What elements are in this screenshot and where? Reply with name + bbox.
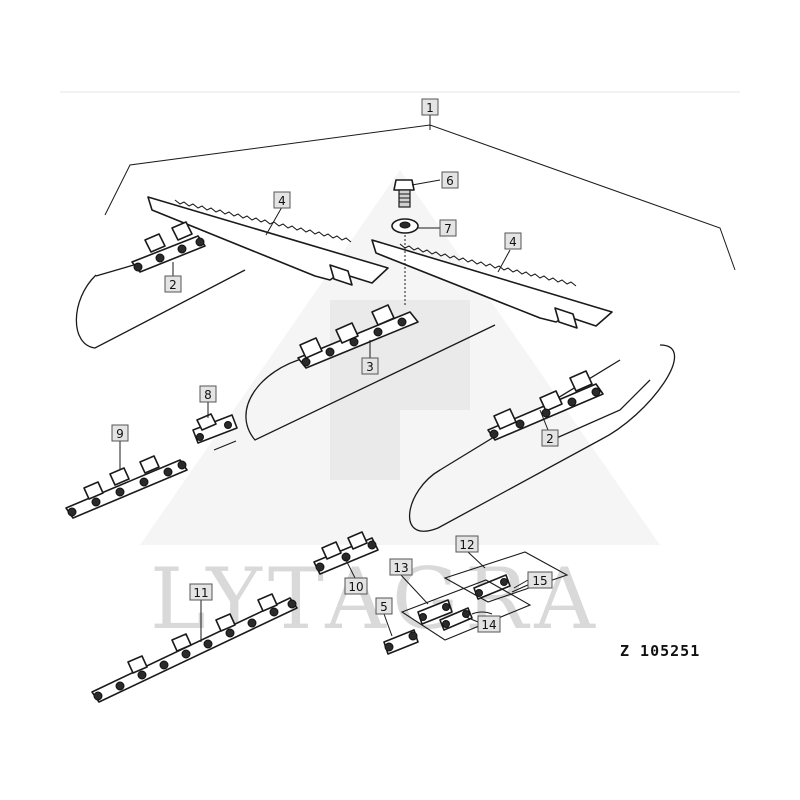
callout-10-label: 10 (348, 580, 363, 594)
callout-1: 1 (421, 98, 439, 116)
callout-13-label: 13 (393, 561, 408, 575)
callout-8: 8 (199, 385, 217, 403)
callout-2-right-label: 2 (546, 432, 554, 446)
watermark: LYTAGRA (140, 170, 660, 648)
callout-6: 6 (441, 171, 459, 189)
link-part-10 (313, 531, 379, 575)
callout-11-label: 11 (193, 586, 208, 600)
chain-segment-left (131, 221, 206, 273)
callout-6-label: 6 (446, 174, 454, 188)
callout-leaders (119, 179, 549, 642)
callout-10: 10 (344, 577, 368, 595)
callout-7-label: 7 (444, 222, 452, 236)
callout-15: 15 (527, 571, 553, 589)
callout-9-label: 9 (116, 427, 124, 441)
callout-5: 5 (375, 597, 393, 615)
bolt-part (393, 179, 415, 208)
callout-15-label: 15 (532, 574, 547, 588)
callout-4-right: 4 (504, 232, 522, 250)
chain-segment-right (487, 370, 604, 441)
slat-left (147, 196, 389, 286)
callout-2-left: 2 (164, 275, 182, 293)
callout-4-right-label: 4 (509, 235, 517, 249)
nut-part (391, 218, 419, 234)
callout-13: 13 (389, 558, 413, 576)
callout-3-label: 3 (366, 360, 374, 374)
assembly-bracket (104, 115, 736, 271)
callout-14-label: 14 (481, 618, 496, 632)
chain-part-11 (91, 593, 298, 703)
callout-4-left: 4 (273, 191, 291, 209)
callout-11: 11 (189, 583, 213, 601)
link-part-5 (383, 629, 419, 655)
chain-part-9 (65, 455, 188, 519)
callout-1-label: 1 (426, 101, 434, 115)
callout-2-left-label: 2 (169, 278, 177, 292)
callout-8-label: 8 (204, 388, 212, 402)
callout-5-label: 5 (380, 600, 388, 614)
callout-3: 3 (361, 357, 379, 375)
callout-12: 12 (455, 535, 479, 553)
callout-4-left-label: 4 (278, 194, 286, 208)
chain-segment-center (297, 304, 419, 369)
kit-box-13 (400, 579, 532, 641)
slat-right (371, 239, 613, 329)
callout-9: 9 (111, 424, 129, 442)
attachment-link-part (192, 413, 238, 451)
kit-box-12 (443, 551, 569, 603)
drawing-reference-code: Z 105251 (620, 642, 701, 660)
callout-14: 14 (477, 615, 501, 633)
callout-2-right: 2 (541, 429, 559, 447)
callout-12-label: 12 (459, 538, 474, 552)
callout-7: 7 (439, 219, 457, 237)
